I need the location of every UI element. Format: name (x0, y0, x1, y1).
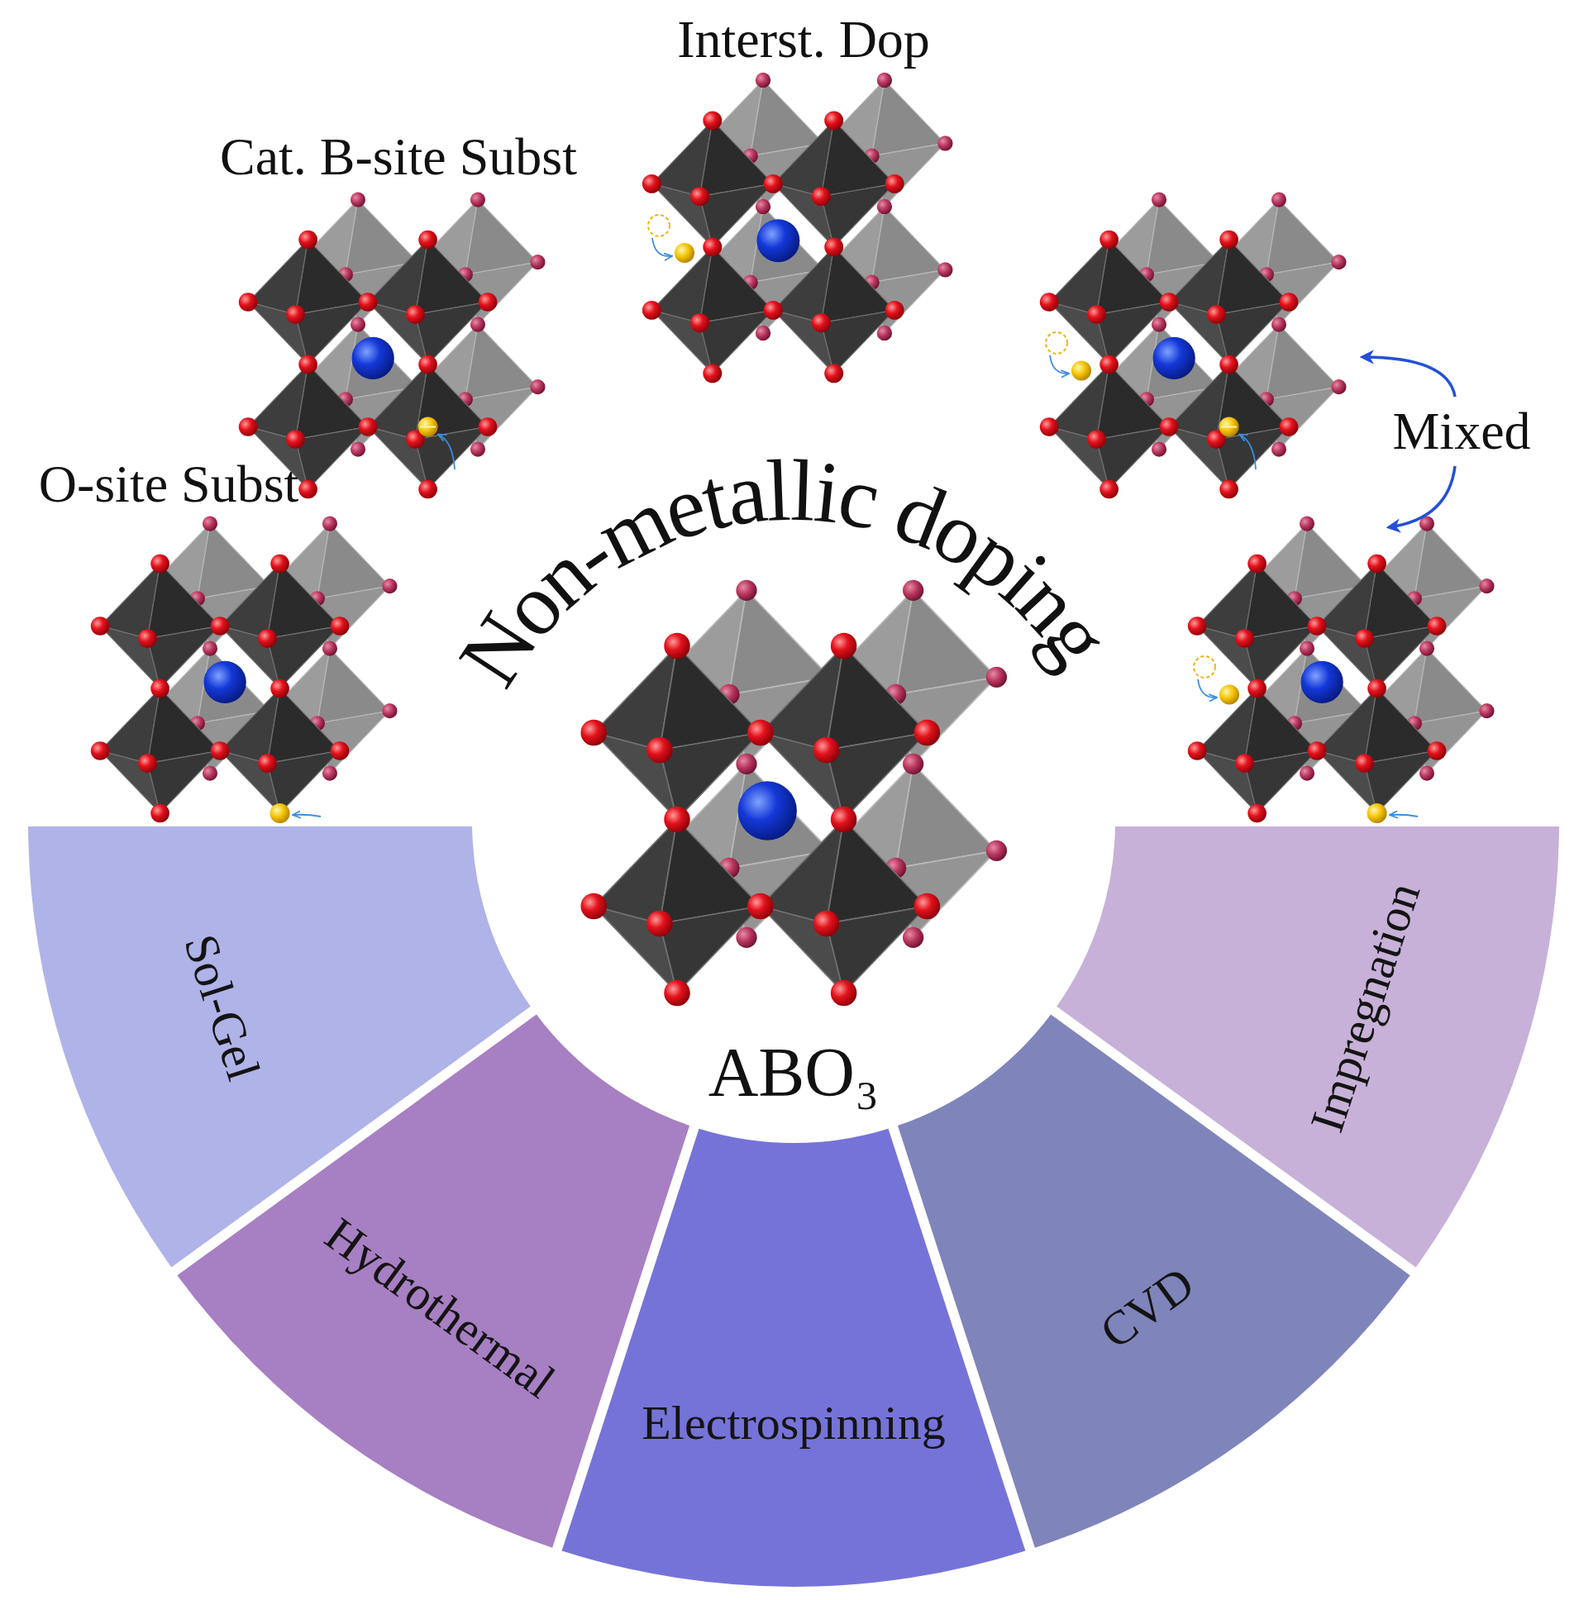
dopant-atom (1219, 685, 1240, 706)
doping-type-label: Mixed (1387, 400, 1536, 463)
mixed-arrow (1388, 466, 1455, 528)
perovskite-crystal (580, 580, 1007, 1007)
method-sector: Impregnation (1049, 818, 1563, 1276)
doping-type-label: Interst. Dop (677, 10, 931, 69)
dopant-arrow (652, 238, 672, 257)
title-arc: Non-metallic doping (453, 450, 1124, 695)
perovskite-crystal (1039, 192, 1347, 500)
doping-type-label: O-site Subst (38, 455, 300, 514)
dopant-atom (1219, 417, 1240, 438)
title-letter: l (764, 447, 793, 536)
dopant-highlight (419, 426, 436, 429)
perovskite-crystal (1187, 516, 1495, 824)
dopant-atom (270, 803, 291, 824)
dopant-atom (674, 243, 695, 263)
dopant-arrow (1049, 355, 1069, 374)
dopant-atom (1367, 803, 1388, 824)
perovskite-crystal (642, 72, 954, 384)
sector-fill (1056, 826, 1560, 1268)
dopant-highlight (1221, 426, 1237, 429)
sector-shape (1049, 818, 1563, 1276)
dopant-arrow (1240, 434, 1256, 470)
dopant-arrow (1390, 815, 1418, 817)
method-name: Electrospinning (641, 1396, 945, 1452)
dopant-arrow (438, 434, 455, 470)
vacant-site (1045, 332, 1068, 354)
dopant-arrow (293, 815, 321, 817)
perovskite-crystal (90, 516, 398, 824)
perovskite-crystal (238, 192, 546, 500)
vacant-site (648, 214, 670, 237)
mixed-arrow (1362, 357, 1455, 397)
dopant-atom (1071, 361, 1092, 382)
dopant-arrow (1197, 679, 1217, 698)
dopant-atom (418, 417, 439, 438)
formula-label: ABO₃ (708, 1035, 880, 1112)
doping-type-label: Cat. B-site Subst (219, 128, 578, 187)
vacant-site (1193, 656, 1216, 678)
